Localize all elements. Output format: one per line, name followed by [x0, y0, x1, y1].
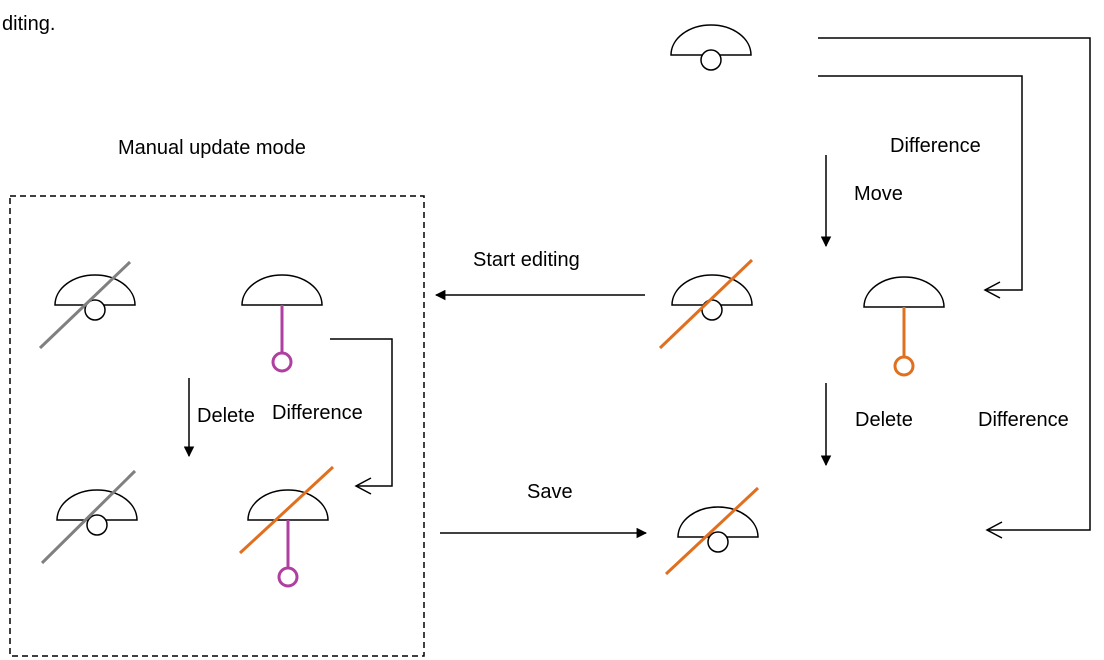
difference-label-right: Difference [978, 409, 1069, 431]
delete-label-left: Delete [197, 405, 255, 427]
header-fragment: diting. [2, 13, 56, 35]
start-editing-label: Start editing [473, 249, 580, 271]
manual-mode-box [9, 195, 425, 657]
camera-icon-slashed-gray-2 [40, 469, 138, 565]
camera-icon-slashed-orange-bottom [664, 486, 760, 576]
camera-icon-top [670, 24, 752, 71]
camera-icon-stem-orange [863, 276, 945, 377]
difference-label-left: Difference [272, 402, 363, 424]
camera-icon-slashed-orange-middle [658, 258, 754, 350]
difference-arrow-left [330, 338, 393, 495]
camera-icon-stem-magenta-1 [241, 274, 323, 373]
delete-label-right: Delete [855, 409, 913, 431]
difference-arrow-outer [818, 37, 1091, 539]
difference-arrow-top [818, 75, 1023, 299]
manual-update-mode-label: Manual update mode [118, 137, 306, 159]
camera-icon-slashed-gray-1 [38, 260, 136, 350]
move-label: Move [854, 183, 903, 205]
difference-label-top: Difference [890, 135, 981, 157]
save-label: Save [527, 481, 573, 503]
camera-icon-stem-magenta-slashed-orange [238, 465, 335, 588]
